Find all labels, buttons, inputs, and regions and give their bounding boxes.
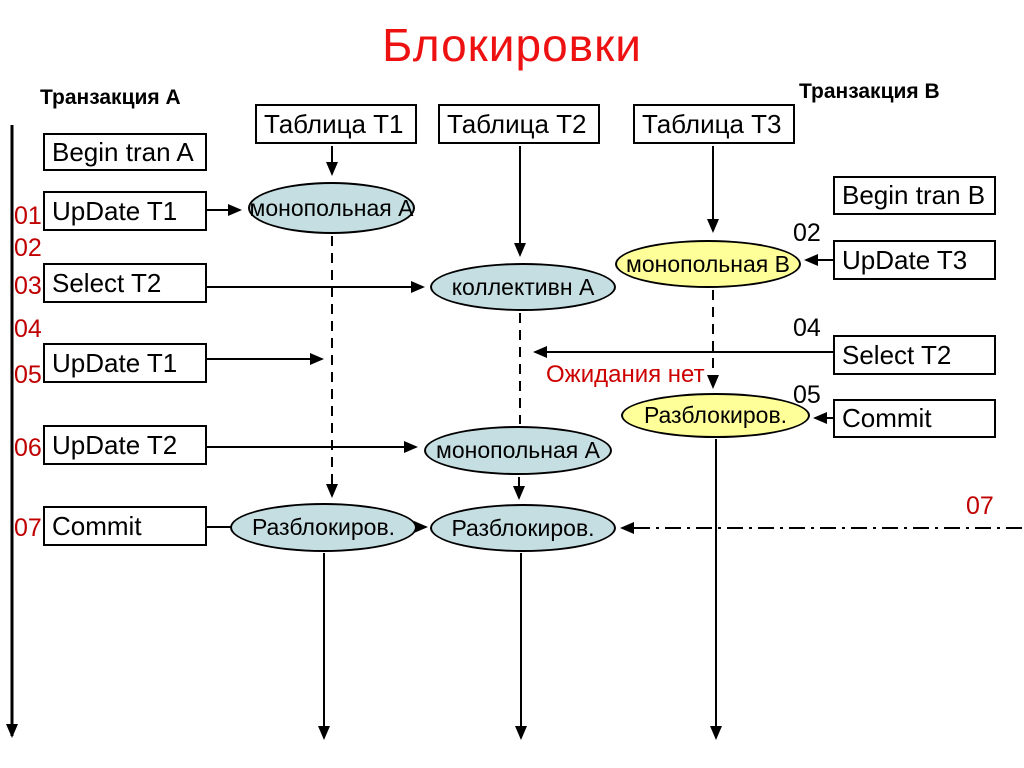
lock-exclusive-b-t3: монопольная B: [615, 240, 801, 288]
table-t3-box: Таблица T3: [633, 104, 795, 144]
step-update-t1-a-second: UpDate T1: [43, 343, 207, 383]
lock-shared-a-t2: коллективн A: [430, 263, 616, 311]
page-title: Блокировки: [382, 19, 642, 71]
transaction-a-header: Транзакция A: [40, 86, 181, 109]
step-update-t3-b: UpDate T3: [833, 240, 996, 280]
step-begin-tran-b: Begin tran B: [833, 176, 996, 215]
lock-unlock-t2: Разблокиров.: [430, 504, 616, 552]
step-commit-b: Commit: [833, 399, 996, 438]
timeline-a-03: 03: [14, 272, 42, 300]
lock-exclusive-a-t2: монопольная A: [424, 426, 612, 475]
timeline-b-07: 07: [966, 492, 994, 520]
step-begin-tran-a: Begin tran A: [43, 133, 207, 171]
step-select-t2-b: Select T2: [833, 335, 996, 375]
timeline-a-02: 02: [14, 234, 42, 262]
step-commit-a: Commit: [43, 506, 207, 546]
lock-unlock-t3: Разблокиров.: [621, 393, 810, 438]
timeline-b-05: 05: [793, 381, 821, 409]
table-t2-box: Таблица T2: [438, 104, 600, 144]
timeline-a-05: 05: [14, 361, 42, 389]
timeline-b-04: 04: [793, 314, 821, 342]
timeline-a-06: 06: [14, 434, 42, 462]
timeline-a-04: 04: [14, 315, 42, 343]
lock-exclusive-a-t1: монопольная A: [248, 182, 415, 234]
step-update-t2-a: UpDate T2: [43, 425, 207, 465]
timeline-b-02: 02: [793, 219, 821, 247]
transaction-b-header: Транзакция B: [799, 80, 940, 103]
timeline-a-01: 01: [14, 202, 42, 230]
step-select-t2-a: Select T2: [43, 263, 207, 303]
table-t1-box: Таблица T1: [255, 104, 417, 144]
lock-unlock-t1: Разблокиров.: [230, 503, 417, 552]
no-wait-note: Ожидания нет: [546, 361, 705, 388]
step-update-t1-a-first: UpDate T1: [43, 191, 207, 231]
timeline-a-07: 07: [14, 514, 42, 542]
